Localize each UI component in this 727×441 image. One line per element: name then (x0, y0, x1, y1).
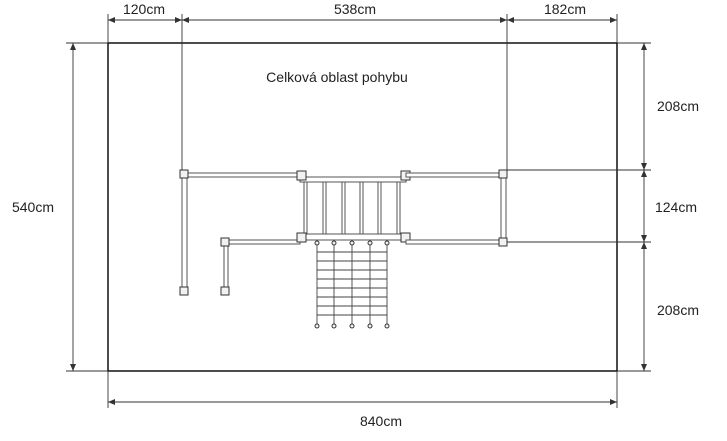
tower-bar (341, 181, 346, 235)
arrow-head (500, 17, 507, 23)
net-knot (349, 323, 355, 329)
net-knot (384, 240, 390, 246)
top-right-beam (405, 172, 507, 178)
dim-top-left: 120cm (123, 1, 165, 17)
tower-bar (303, 181, 308, 235)
post (179, 286, 189, 296)
dim-top-middle: 538cm (334, 1, 376, 17)
bottom-right-beam (405, 239, 507, 245)
post (498, 169, 508, 179)
tower-bar (322, 181, 327, 235)
net-knot (331, 240, 337, 246)
area-label: Celková oblast pohybu (266, 69, 408, 85)
arrow-head (610, 399, 617, 405)
lower-left-beam (223, 239, 301, 245)
arrow-head (70, 43, 76, 50)
top-dimension-group: 120cm 538cm 182cm (107, 1, 618, 170)
tower-bar (377, 181, 382, 235)
tower-bar (359, 181, 364, 235)
dim-left-height: 540cm (12, 199, 54, 215)
dim-top-right: 182cm (544, 1, 586, 17)
post (296, 170, 307, 181)
arrow-head (610, 17, 617, 23)
arrow-head (108, 17, 115, 23)
post (220, 237, 230, 247)
post (220, 286, 230, 296)
arrow-head (641, 242, 647, 249)
movement-area-frame (107, 42, 618, 372)
arrow-head (175, 17, 182, 23)
net-knot (367, 323, 373, 329)
tower-bottom-rail (299, 233, 407, 241)
arrow-head (641, 43, 647, 50)
climbing-net (314, 240, 390, 329)
arrow-head (108, 399, 115, 405)
post (296, 232, 307, 243)
post (498, 237, 508, 247)
net-knot (349, 240, 355, 246)
dim-right-top: 208cm (657, 98, 699, 114)
top-left-beam (181, 172, 301, 178)
arrow-head (70, 364, 76, 371)
arrow-head (641, 163, 647, 170)
right-dimension-group: 208cm 124cm 208cm (507, 42, 699, 372)
net-knot (367, 240, 373, 246)
net-knot (384, 323, 390, 329)
tower-top-rail (299, 176, 407, 183)
net-knot (331, 323, 337, 329)
bottom-dimension-group: 840cm (107, 371, 618, 429)
dim-bottom-width: 840cm (360, 413, 402, 429)
dim-right-middle: 124cm (655, 199, 697, 215)
net-knot (314, 240, 320, 246)
left-dimension-group: 540cm (12, 42, 108, 372)
right-vertical-beam (500, 174, 507, 242)
arrow-head (182, 17, 189, 23)
arrow-head (641, 364, 647, 371)
playground-structure (179, 169, 508, 329)
post (179, 169, 189, 179)
net-knot (314, 323, 320, 329)
arrow-head (641, 235, 647, 242)
tower-bar (396, 181, 401, 235)
left-vertical-beam (181, 174, 188, 291)
dim-right-bottom: 208cm (657, 302, 699, 318)
lower-left-leg (223, 242, 229, 291)
arrow-head (641, 170, 647, 177)
arrow-head (507, 17, 514, 23)
